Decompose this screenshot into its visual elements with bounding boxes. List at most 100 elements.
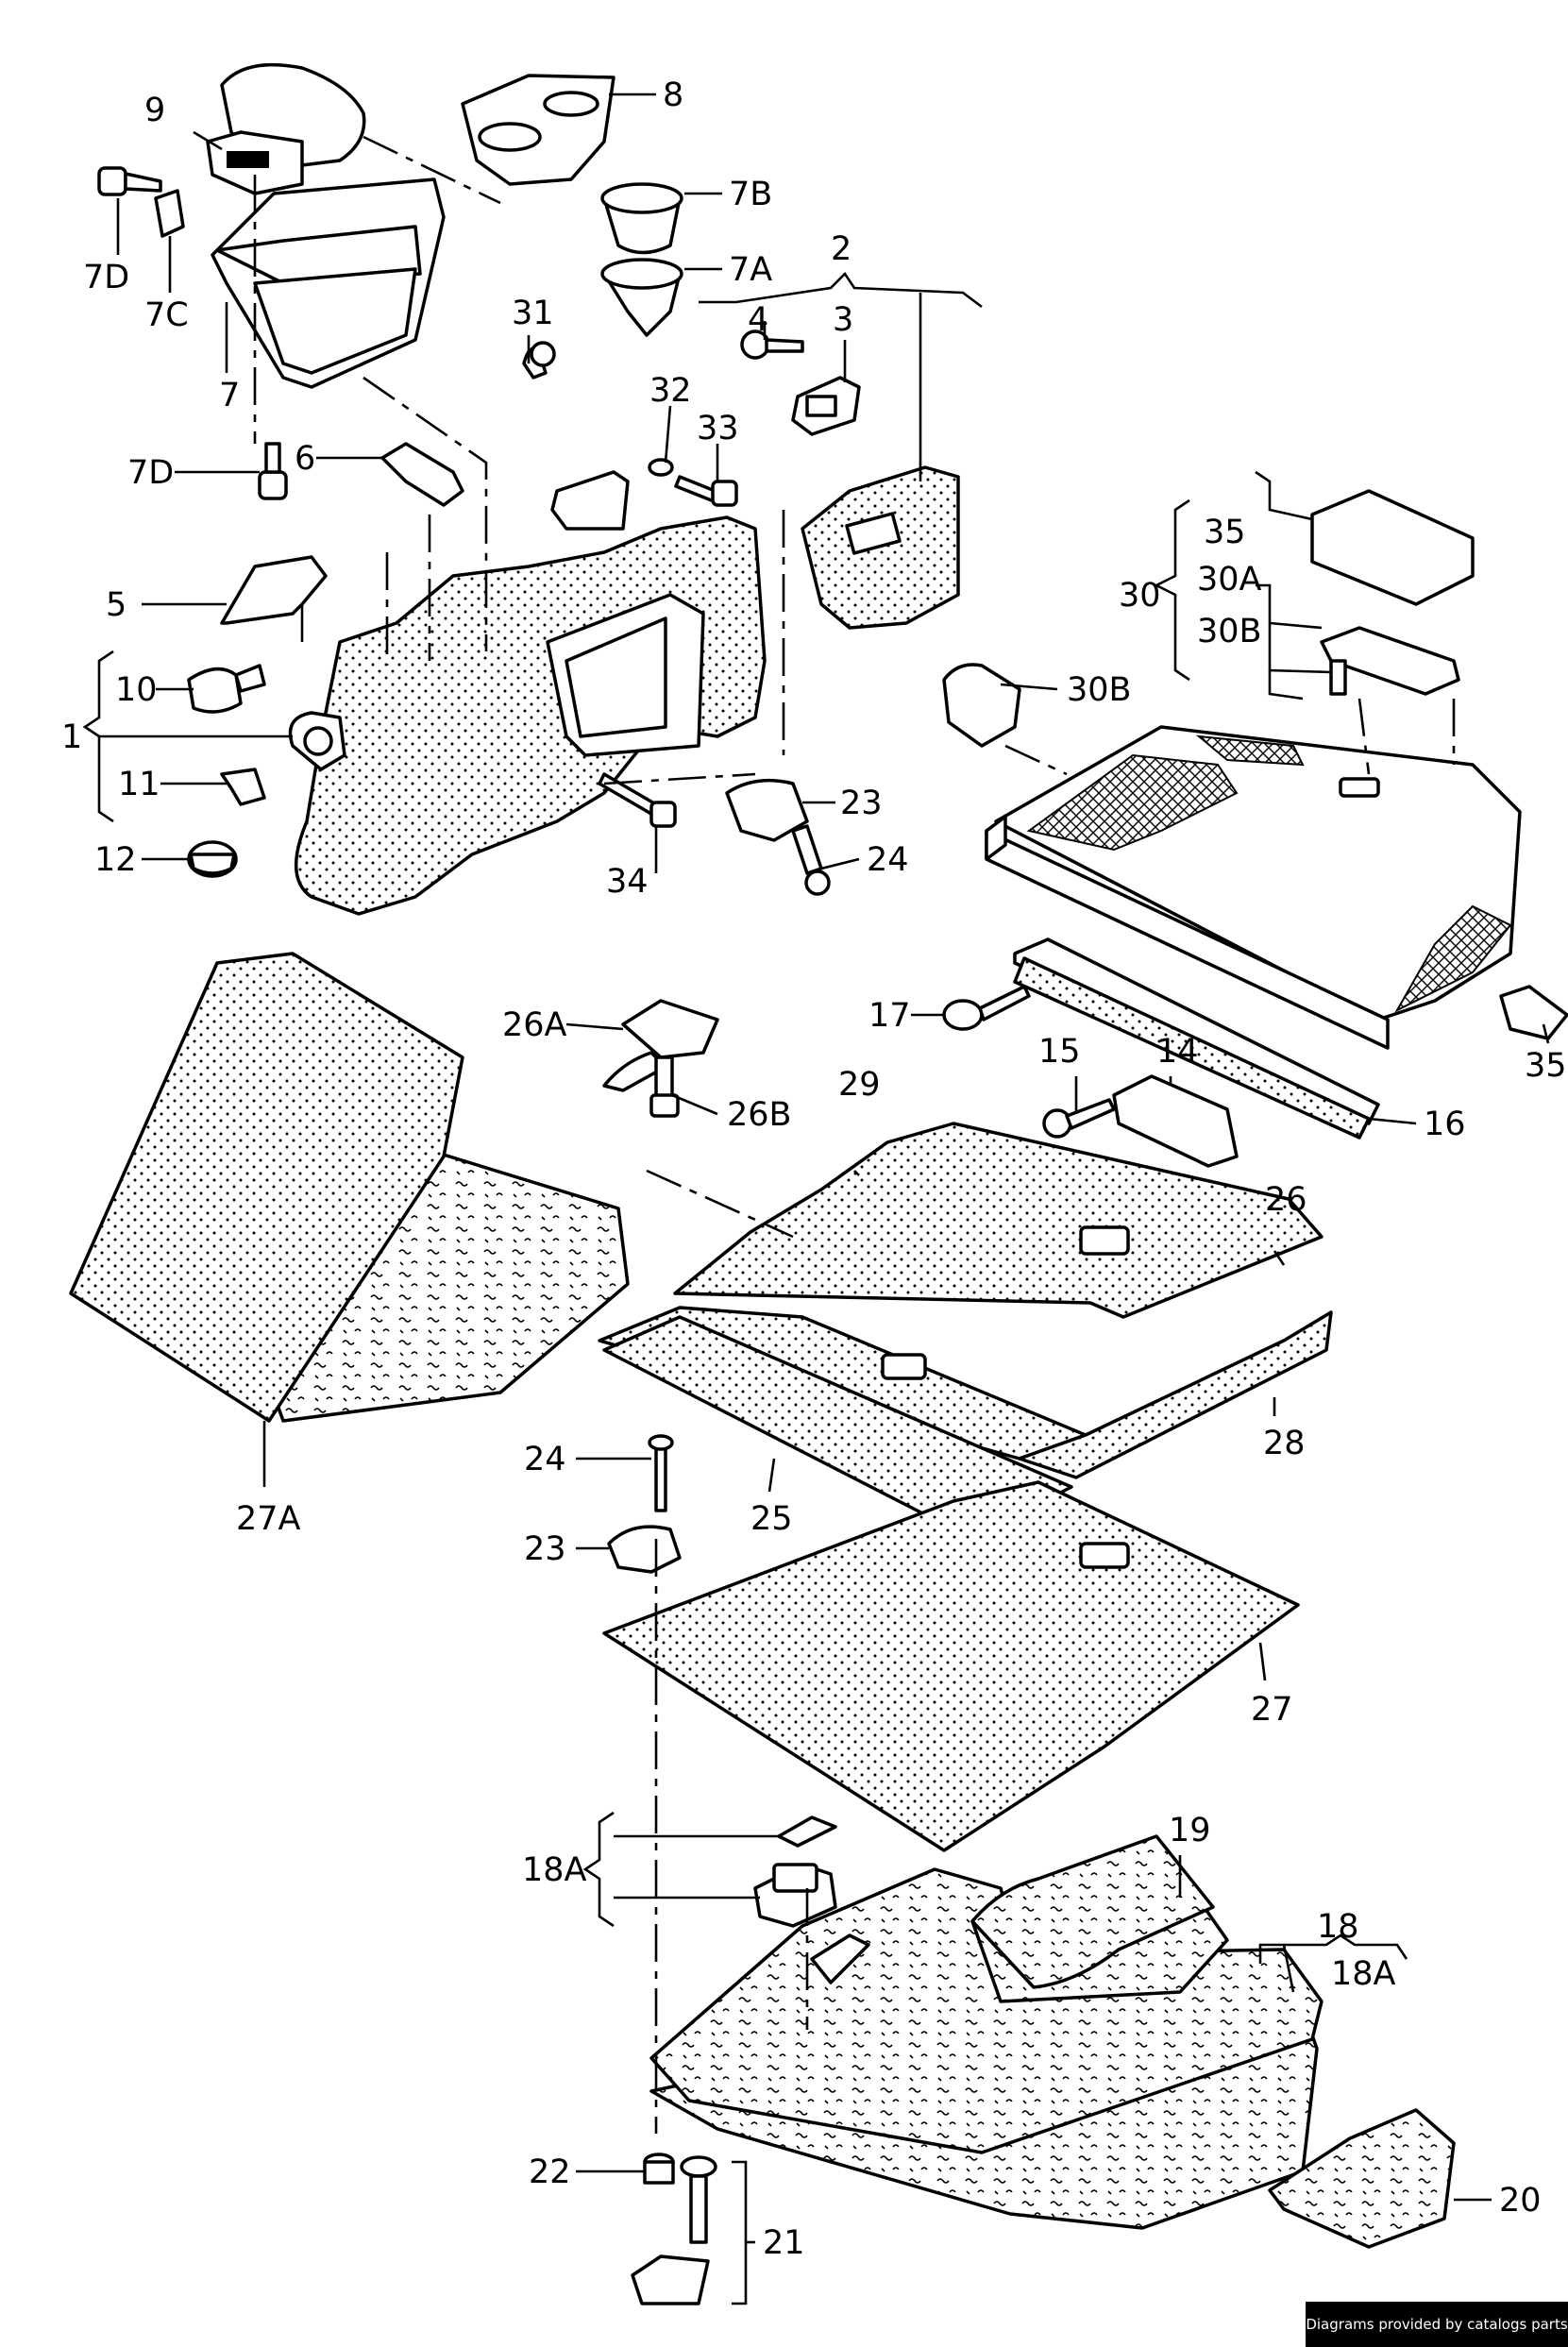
- insert-19: [970, 1834, 1215, 1989]
- screw-26B: [649, 1055, 680, 1118]
- callout-5: 5: [106, 586, 126, 624]
- screw-15: [1042, 1098, 1116, 1139]
- cover-lid: [206, 62, 366, 195]
- callout-32: 32: [649, 372, 692, 410]
- screw-7D-top: [97, 166, 162, 196]
- callout-9: 9: [144, 92, 165, 129]
- bracket-23-top: [725, 778, 809, 842]
- callout-29: 29: [838, 1066, 881, 1104]
- callout-7D-top: 7D: [83, 259, 129, 296]
- hook-5: [220, 555, 328, 625]
- callout-30A: 30A: [1197, 561, 1262, 599]
- callout-11: 11: [118, 766, 160, 803]
- knob-10: [187, 664, 266, 714]
- bolt-33: [648, 458, 738, 507]
- cup-insert-7A: [600, 258, 683, 337]
- mat-27A: [69, 952, 630, 1423]
- callout-1: 1: [61, 718, 82, 756]
- callout-17: 17: [868, 997, 911, 1035]
- floor-carpets: [598, 1122, 1333, 1541]
- callout-28: 28: [1263, 1425, 1306, 1462]
- box-18A: [753, 1815, 837, 1928]
- callout-3: 3: [833, 301, 853, 339]
- screw-24-top: [791, 824, 831, 896]
- screw-24-mid: [648, 1434, 674, 1512]
- callout-21: 21: [763, 2224, 805, 2262]
- callout-26: 26: [1265, 1181, 1307, 1219]
- callout-18: 18: [1317, 1908, 1359, 1946]
- callout-8: 8: [663, 76, 683, 114]
- callout-7: 7: [219, 377, 240, 414]
- clip-7C: [154, 189, 185, 238]
- cap-12: [187, 840, 238, 878]
- alignment-lines: [253, 135, 1456, 2134]
- callout-30: 30: [1119, 577, 1161, 615]
- side-trim-panel: [295, 515, 767, 916]
- callout-18A-left: 18A: [522, 1851, 587, 1889]
- callout-2: 2: [831, 230, 851, 268]
- callout-35-bottom: 35: [1525, 1047, 1567, 1085]
- spacer-22: [643, 2153, 675, 2185]
- callout-25: 25: [750, 1500, 793, 1538]
- callout-7B: 7B: [729, 176, 772, 213]
- clip-11: [220, 768, 266, 806]
- cup-holder: [461, 74, 615, 186]
- credit-banner: Diagrams provided by catalogs parts: [1306, 2302, 1568, 2347]
- callout-7D-bottom: 7D: [127, 454, 174, 492]
- foam-insert: [649, 1844, 1324, 2230]
- callout-30B-top: 30B: [1197, 613, 1262, 650]
- sill-plate-16: [1013, 937, 1380, 1140]
- callout-23-top: 23: [840, 785, 883, 822]
- callout-35-top: 35: [1204, 514, 1246, 551]
- lock-bracket: [288, 711, 346, 771]
- cup-insert-7B: [600, 182, 683, 255]
- callout-14: 14: [1156, 1033, 1199, 1071]
- screw-30B-top: [1329, 659, 1347, 696]
- handle-6: [380, 442, 464, 507]
- bracket-14: [1112, 1074, 1239, 1168]
- callout-4: 4: [748, 301, 768, 339]
- callout-26A: 26A: [502, 1006, 567, 1044]
- bracket-31: [522, 341, 630, 531]
- callout-33: 33: [697, 410, 739, 447]
- callout-23-mid: 23: [524, 1530, 566, 1568]
- leader-lines: [82, 93, 1550, 2305]
- callout-31: 31: [512, 295, 554, 332]
- plate-26A: [602, 999, 719, 1092]
- callout-24-mid: 24: [524, 1441, 566, 1478]
- callout-27: 27: [1251, 1691, 1293, 1729]
- callout-34: 34: [606, 863, 649, 901]
- handle-30A: [1310, 489, 1475, 606]
- callout-20: 20: [1499, 2182, 1542, 2220]
- callout-19: 19: [1169, 1812, 1211, 1849]
- callout-labels: 8 9 7B 7A 7D 7C 7 7D 6 31 32 33 2 4 3 5 …: [61, 76, 1567, 2262]
- mount-35-bottom: [1499, 985, 1568, 1040]
- bracket-30B-mid: [942, 663, 1021, 748]
- bracket-21: [631, 2155, 717, 2305]
- luggage-cover: [985, 725, 1522, 1050]
- callout-7C: 7C: [144, 296, 189, 334]
- callout-24-top: 24: [867, 841, 909, 879]
- screw-4: [740, 329, 804, 360]
- callout-22: 22: [529, 2153, 571, 2191]
- screw-34: [598, 772, 677, 828]
- storage-tray: [211, 177, 446, 389]
- bolt-17: [942, 985, 1031, 1031]
- callout-6: 6: [295, 440, 315, 478]
- callout-26B: 26B: [727, 1096, 792, 1134]
- screw-7D-bottom: [258, 442, 288, 500]
- switch-3: [791, 376, 861, 436]
- callout-18A-right: 18A: [1331, 1955, 1396, 1993]
- callout-15: 15: [1038, 1033, 1081, 1071]
- callout-27A: 27A: [236, 1500, 301, 1538]
- bracket-23-mid: [607, 1525, 682, 1574]
- switch-cover: [801, 465, 960, 630]
- carpet-27: [602, 1480, 1300, 1852]
- callout-10: 10: [115, 671, 158, 709]
- callout-12: 12: [94, 841, 137, 879]
- callout-16: 16: [1424, 1106, 1466, 1143]
- callout-7A: 7A: [729, 251, 772, 289]
- storage-box-20: [1268, 2108, 1456, 2249]
- callout-30B-mid: 30B: [1067, 671, 1132, 709]
